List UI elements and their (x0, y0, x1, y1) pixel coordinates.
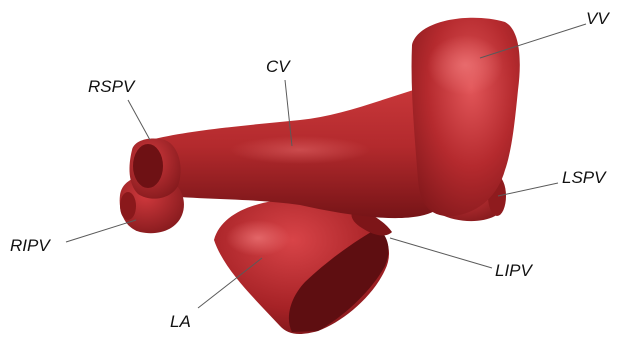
vv-label: VV (586, 9, 610, 28)
rspv-vessel (130, 138, 181, 198)
cv-vessel (150, 88, 456, 218)
lipv-leader (390, 238, 492, 268)
lipv-label: LIPV (495, 261, 534, 280)
ripv-label: RIPV (10, 236, 51, 255)
rspv-leader (128, 100, 150, 140)
lspv-label: LSPV (562, 168, 607, 187)
lspv-leader (498, 183, 558, 196)
rspv-label: RSPV (88, 77, 136, 96)
ripv-leader (66, 220, 136, 242)
cv-label: CV (266, 57, 291, 76)
la-label: LA (170, 312, 191, 331)
